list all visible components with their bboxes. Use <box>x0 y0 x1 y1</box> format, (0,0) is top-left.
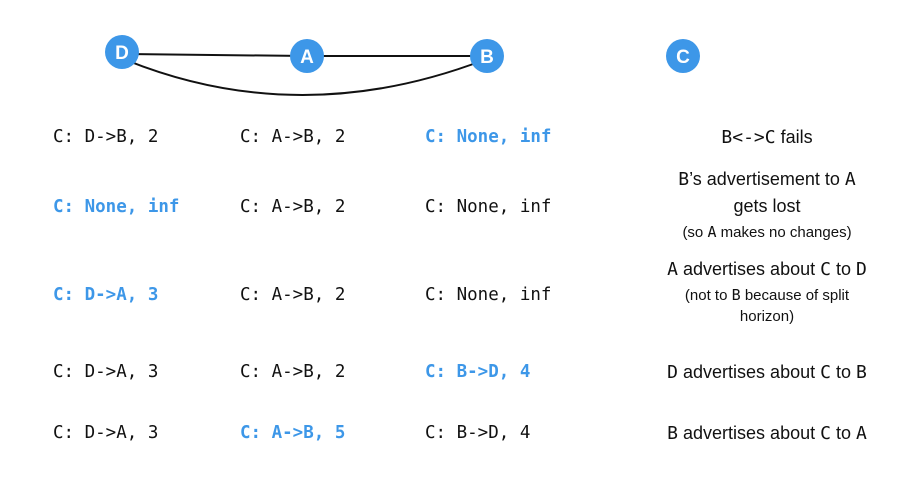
step-note-line: gets lost <box>617 196 917 217</box>
node-d-circle <box>105 35 139 69</box>
note-text: horizon) <box>739 308 795 325</box>
node-ref: B <box>855 362 867 383</box>
note-text: to <box>830 259 856 279</box>
edge-d-b <box>125 59 485 96</box>
note-text: makes no changes) <box>716 224 852 241</box>
node-a: A <box>290 39 324 73</box>
node-ref: D <box>855 259 867 280</box>
node-a-circle <box>290 39 324 73</box>
node-d-route: C: D->A, 3 <box>53 423 159 443</box>
node-a-route: C: A->B, 2 <box>240 285 346 305</box>
node-b-route: C: None, inf <box>425 127 552 147</box>
node-c: C <box>666 39 700 73</box>
node-b-label: B <box>480 47 494 68</box>
node-a-route: C: A->B, 2 <box>240 362 346 382</box>
note-text: advertises about <box>678 259 821 279</box>
node-d-route: C: D->B, 2 <box>53 127 159 147</box>
note-text: fails <box>775 127 813 147</box>
node-d-route: C: None, inf <box>53 197 180 217</box>
note-text: to <box>830 362 856 382</box>
node-ref: A <box>707 223 717 241</box>
note-text: to <box>830 423 856 443</box>
node-b-route: C: B->D, 4 <box>425 423 531 443</box>
node-b-route: C: B->D, 4 <box>425 362 531 382</box>
node-ref: B <box>667 423 679 444</box>
node-d-label: D <box>115 43 129 64</box>
node-c-circle <box>666 39 700 73</box>
node-b: B <box>470 39 504 73</box>
node-d: D <box>105 35 139 69</box>
node-d-route: C: D->A, 3 <box>53 362 159 382</box>
step-note-line: B’s advertisement to A <box>617 169 917 190</box>
note-text: advertises about <box>678 362 821 382</box>
note-text: ’s advertisement to <box>689 169 845 189</box>
step-note-line: D advertises about C to B <box>617 362 917 383</box>
note-text: gets lost <box>733 196 801 216</box>
node-a-label: A <box>300 47 314 68</box>
node-a-route: C: A->B, 2 <box>240 127 346 147</box>
node-a-route: C: A->B, 5 <box>240 423 346 443</box>
node-d-route: C: D->A, 3 <box>53 285 159 305</box>
node-ref: C <box>820 259 831 280</box>
step-note-line: B<->C fails <box>617 127 917 148</box>
node-b-route: C: None, inf <box>425 197 552 217</box>
node-c-label: C <box>676 47 690 68</box>
node-ref: B <box>678 169 690 190</box>
node-ref: C <box>820 423 831 444</box>
edge-d-a <box>121 53 308 57</box>
node-ref: A <box>855 423 867 444</box>
node-ref: A <box>667 259 679 280</box>
node-ref: A <box>844 169 856 190</box>
node-b-route: C: None, inf <box>425 285 552 305</box>
note-text: because of split <box>740 287 850 304</box>
node-ref: D <box>667 362 679 383</box>
node-ref: B<->C <box>721 127 776 148</box>
node-ref: B <box>731 286 741 304</box>
step-note-line: (not to B because of split <box>617 286 917 304</box>
note-text: (so <box>682 224 708 241</box>
step-note-line: B advertises about C to A <box>617 423 917 444</box>
step-note-line: (so A makes no changes) <box>617 223 917 241</box>
note-text: (not to <box>684 287 732 304</box>
topology-graph: D A B C <box>105 35 700 96</box>
node-ref: C <box>820 362 831 383</box>
note-text: advertises about <box>678 423 821 443</box>
node-b-circle <box>470 39 504 73</box>
node-a-route: C: A->B, 2 <box>240 197 346 217</box>
step-note-line: A advertises about C to D <box>617 259 917 280</box>
step-note-line: horizon) <box>617 308 917 325</box>
